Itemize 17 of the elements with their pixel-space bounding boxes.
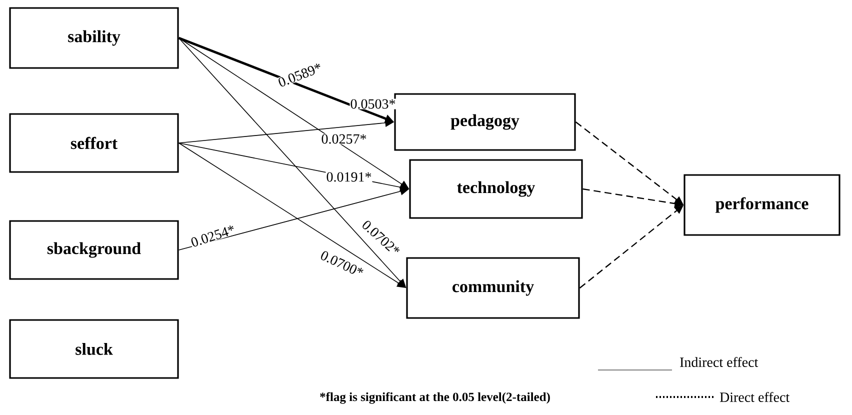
variable-box: sluck xyxy=(9,319,179,379)
variable-box: pedagogy xyxy=(394,93,576,151)
footnote: *flag is significant at the 0.05 level(2-tailed) xyxy=(320,392,550,404)
variable-box: sability xyxy=(9,7,179,69)
variable-box: seffort xyxy=(9,113,179,173)
edge-label: 0.0254* xyxy=(189,224,237,248)
variable-box: performance xyxy=(684,174,840,236)
legend-text: Indirect effect xyxy=(680,356,758,367)
variable-box: technology xyxy=(409,159,583,219)
edge-label: 0.0257* xyxy=(320,134,368,144)
variable-box: community xyxy=(406,257,580,319)
edge-label: 0.0503* xyxy=(350,98,396,110)
edge-label: 0.0700* xyxy=(318,249,366,279)
edge-label: 0.0589* xyxy=(276,62,324,88)
variable-box: sbackground xyxy=(9,220,179,280)
edge-label: 0.0191* xyxy=(326,172,372,182)
legend-text: Direct effect xyxy=(720,392,790,402)
